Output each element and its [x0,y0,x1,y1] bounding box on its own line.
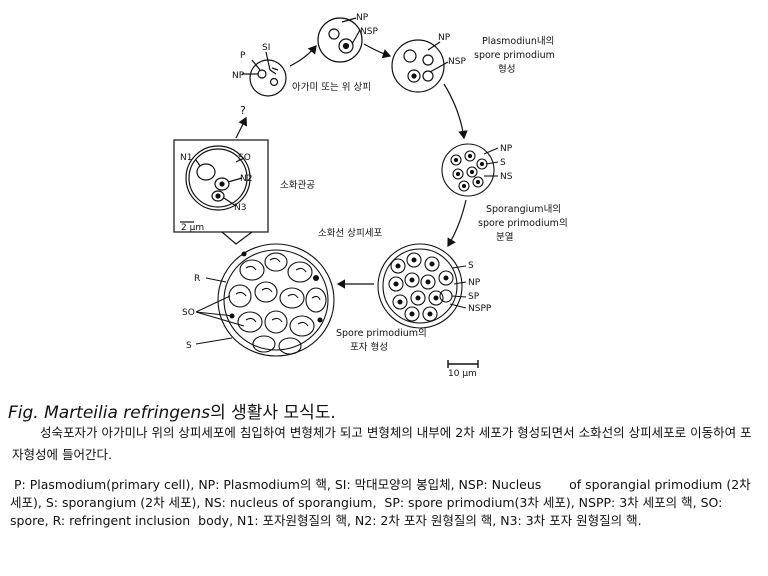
n3-label: N3 [234,203,246,213]
np-label-stage5: NP [468,278,481,288]
nsp-label-stage3: NSP [448,57,466,67]
plasmodium-label-1: Plasmodiun내의 [482,36,554,47]
sporangium-label-1: Sporangium내의 [486,204,561,215]
p-label: P [240,51,246,61]
stage-primary-cell [242,51,287,97]
np-label-stage3: NP [438,33,451,43]
sp-label-stage5: SP [468,292,480,302]
arrow-stage2-to-3 [363,43,392,59]
stage-epithelial-spores [195,243,335,357]
species-name: Marteilia refringens [44,403,211,423]
nspp-label-stage5: NSPP [468,304,492,314]
n2-label: N2 [240,174,252,184]
sporangium-label-3: 분열 [496,232,513,243]
scale-bar [447,360,479,368]
gill-label: 아가미 또는 위 상피 [292,81,371,93]
question-mark: ? [240,104,246,117]
epithelium-label: 소화선 상피세포 [318,228,382,239]
si-label: SI [262,43,270,53]
n1-label: N1 [180,153,192,163]
stage-spore-primordium [377,243,467,329]
sporangium-label-2: spore primodium의 [478,218,568,229]
np-label-stage1: NP [232,71,245,81]
arrow-stage4-to-5 [447,199,467,248]
r-label: R [194,274,200,284]
stage-sporangium [441,143,499,197]
so-label-inset: SO [238,153,251,163]
stage-plasmodium-primordium [391,39,449,93]
life-cycle-diagram: P SI NP NP NSP NP NSP 아가미 또는 위 상피 Plasmo… [173,13,568,379]
arrow-stage1-to-2 [289,45,317,67]
inset-box [173,139,269,245]
scale-bar-label: 10 μm [448,369,477,379]
arrow-stage3-to-4 [443,83,468,140]
abbreviation-legend: P: Plasmodium(primary cell), NP: Plasmod… [10,477,751,528]
title-suffix: 의 생활사 모식도. [210,403,336,423]
plasmodium-label-3: 형성 [498,64,515,75]
s-label-stage4: S [500,158,506,168]
inset-scale-label: 2 μm [181,223,204,233]
nsp-label-stage2: NSP [360,27,378,37]
s-label-stage5: S [468,261,474,271]
spore-formation-label-2: 포자 형성 [350,342,388,353]
digestive-tubule-label: 소화관공 [280,180,315,191]
plasmodium-label-2: spore primodium [474,50,555,61]
ns-label-stage4: NS [500,172,513,182]
fig-prefix: Fig. [8,403,39,423]
np-label-stage2: NP [356,13,369,23]
s-label-big: S [186,341,192,351]
np-label-stage4: NP [500,144,513,154]
arrow-to-question [235,116,248,139]
so-label-big: SO [182,308,195,318]
figure-title: Fig. Marteilia refringens의 생활사 모식도. [8,398,760,423]
spore-formation-label-1: Spore primodium의 [336,328,427,339]
stage-plasmodium [317,17,363,63]
figure-description: 성숙포자가 아가미나 위의 상피세포에 침입하여 변형체가 되고 변형체의 내부… [12,425,752,462]
